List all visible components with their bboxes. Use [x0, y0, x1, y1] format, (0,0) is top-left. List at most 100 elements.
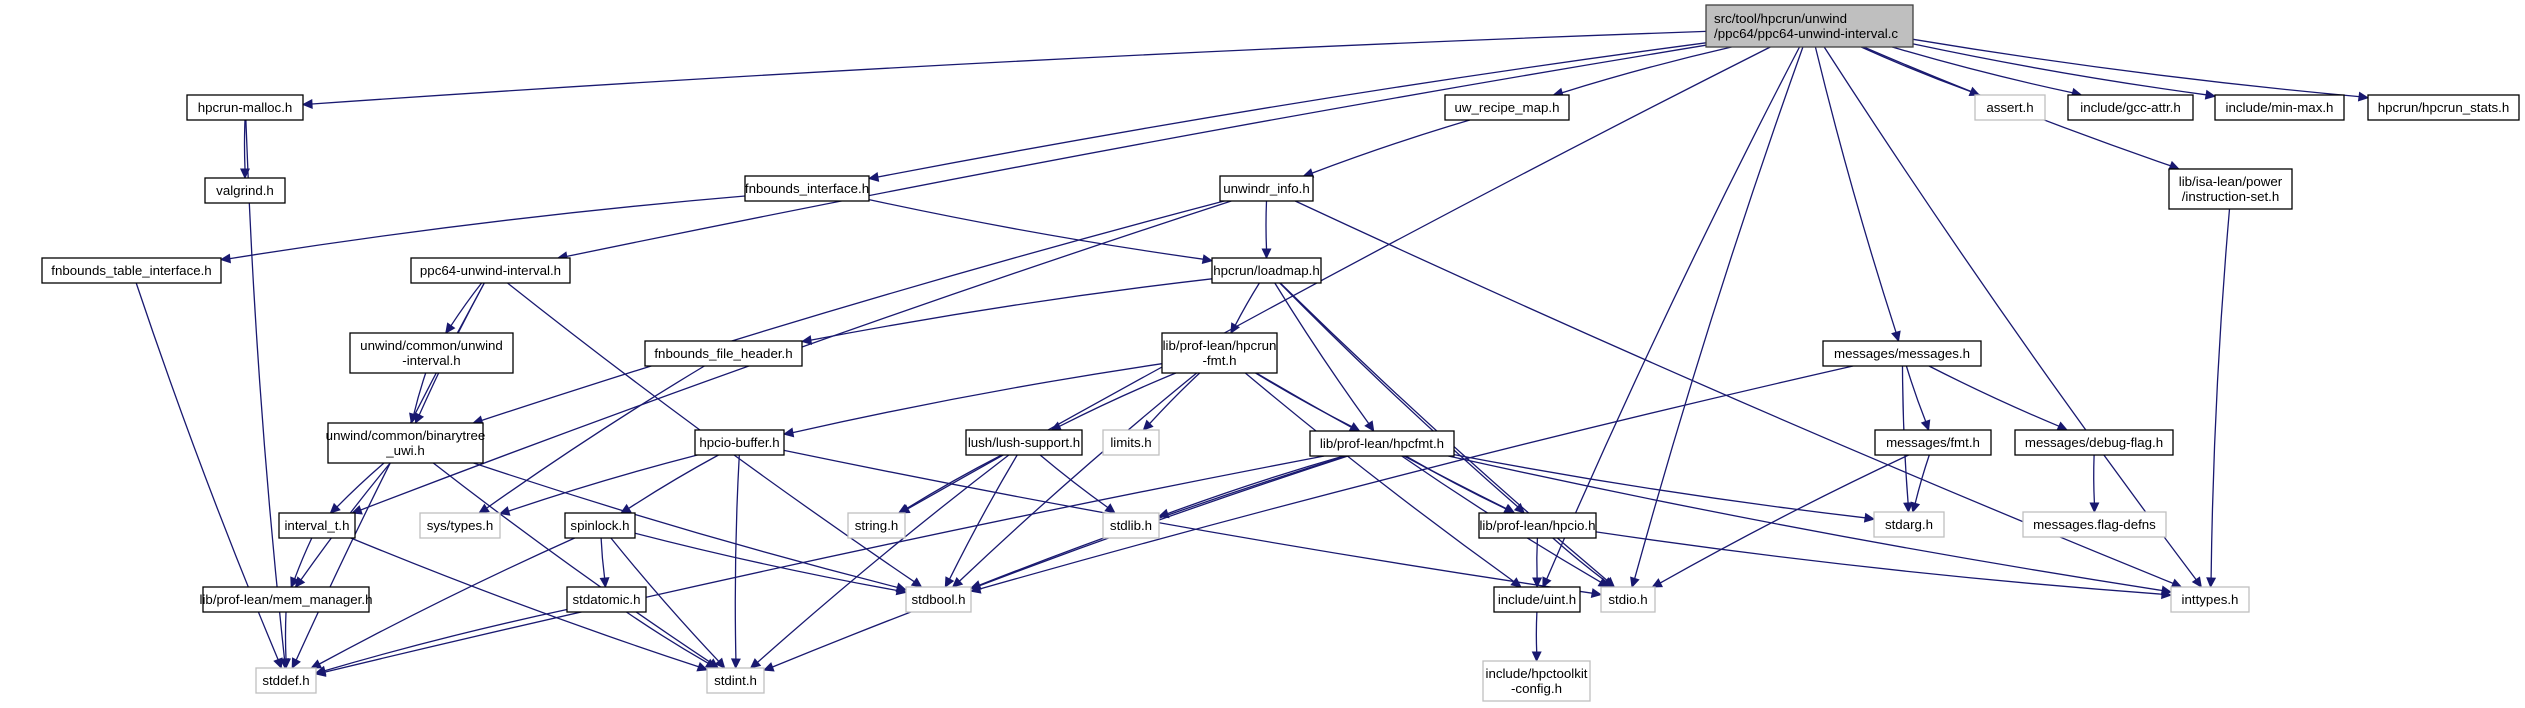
- edge-root-to-ppc64_unwind_interval_h: [566, 44, 1707, 258]
- node-label: unwind/common/unwind: [360, 338, 503, 353]
- node-label: lib/prof-lean/hpcio.h: [1479, 518, 1595, 533]
- arrowhead-hpcrun_fmt-to-stdbool: [951, 576, 964, 588]
- node-box: [1822, 340, 1982, 367]
- node-label: stdio.h: [1608, 592, 1647, 607]
- arrowhead-hpcio_buffer-to-spinlock: [619, 503, 632, 514]
- node-gcc-attr[interactable]: include/gcc-attr.h: [2067, 94, 2194, 121]
- arrowhead-hpcio-to-stdio: [1602, 577, 1614, 588]
- node-hpcio-buffer[interactable]: hpcio-buffer.h: [694, 429, 785, 456]
- node-box: [2170, 586, 2250, 613]
- node-hpcrun-loadmap[interactable]: hpcrun/loadmap.h: [1211, 257, 1322, 284]
- edge-hpcio-to-inttypes: [1595, 531, 2163, 595]
- edge-unwindr_info-to-binarytree_uwi: [481, 200, 1225, 422]
- node-hpcrun-malloc[interactable]: hpcrun-malloc.h: [186, 94, 304, 121]
- node-lush-support[interactable]: lush/lush-support.h: [965, 429, 1083, 456]
- arrowhead-root-to-inttypes: [2191, 576, 2202, 588]
- arrowhead-debug_flag-to-flag_defns: [2089, 502, 2100, 514]
- node-label: limits.h: [1110, 435, 1151, 450]
- node-ppc64-unwind-interval-h[interactable]: ppc64-unwind-interval.h: [410, 257, 571, 284]
- node-fnbounds-file-header[interactable]: fnbounds_file_header.h: [644, 340, 803, 367]
- node-stdatomic[interactable]: stdatomic.h: [566, 586, 647, 613]
- arrowhead-spinlock-to-stddef: [310, 659, 323, 669]
- arrowhead-spinlock-to-stdint: [714, 657, 726, 669]
- edge-hpcrun_loadmap-to-fnbounds_file_header: [810, 278, 1213, 341]
- node-include-uint[interactable]: include/uint.h: [1493, 586, 1581, 613]
- edge-hpcfmt-to-stddef: [324, 455, 1325, 673]
- node-string-h: string.h: [847, 512, 906, 539]
- node-binarytree-uwi[interactable]: unwind/common/binarytree_uwi.h: [326, 422, 486, 464]
- edge-hpcfmt-to-inttypes: [1448, 455, 2163, 592]
- node-hpcio[interactable]: lib/prof-lean/hpcio.h: [1478, 512, 1597, 539]
- node-label: fnbounds_table_interface.h: [51, 263, 211, 278]
- edge-hpcrun_fmt-to-stdbool: [959, 372, 1198, 582]
- edge-hpcrun_loadmap-to-hpcfmt: [1274, 282, 1370, 424]
- edge-spinlock-to-stdint: [610, 537, 720, 662]
- arrowhead-hpcrun_fmt-to-limits: [1142, 419, 1154, 431]
- node-label: inttypes.h: [2182, 592, 2239, 607]
- node-root[interactable]: src/tool/hpcrun/unwind/ppc64/ppc64-unwin…: [1705, 4, 1914, 48]
- edge-hpcrun_fmt-to-lush_support: [1059, 372, 1177, 427]
- node-label: include/min-max.h: [2226, 100, 2334, 115]
- node-hpcrun-fmt[interactable]: lib/prof-lean/hpcrun-fmt.h: [1161, 332, 1278, 374]
- node-instruction-set[interactable]: lib/isa-lean/power/instruction-set.h: [2168, 168, 2293, 210]
- arrowhead-ppc64_unwind_interval_h-to-unwind_interval_h: [445, 322, 456, 334]
- edge-lush_support-to-stdint: [757, 454, 1010, 663]
- node-label: -fmt.h: [1203, 353, 1237, 368]
- node-label: lush/lush-support.h: [968, 435, 1080, 450]
- edge-root-to-fnbounds_interface: [877, 42, 1707, 178]
- node-label: -config.h: [1511, 681, 1562, 696]
- arrowhead-hpcrun_loadmap-to-fnbounds_file_header: [800, 335, 813, 345]
- node-debug-flag[interactable]: messages/debug-flag.h: [2014, 429, 2174, 456]
- arrowhead-root-to-hpcrun_stats: [2357, 91, 2370, 102]
- edge-lush_support-to-string_h: [906, 454, 1003, 510]
- node-min-max[interactable]: include/min-max.h: [2214, 94, 2345, 121]
- node-assert: assert.h: [1974, 94, 2046, 121]
- arrowhead-root-to-messages_messages: [1891, 330, 1901, 343]
- node-valgrind[interactable]: valgrind.h: [204, 177, 286, 204]
- node-messages-fmt[interactable]: messages/fmt.h: [1874, 429, 1992, 456]
- edge-root-to-messages_messages: [1814, 46, 1897, 333]
- node-messages-messages[interactable]: messages/messages.h: [1822, 340, 1982, 367]
- node-label: valgrind.h: [216, 183, 274, 198]
- edge-interval_t-to-mem_manager: [294, 537, 313, 579]
- node-hpcfmt[interactable]: lib/prof-lean/hpcfmt.h: [1309, 430, 1455, 457]
- node-hpcrun-stats[interactable]: hpcrun/hpcrun_stats.h: [2367, 94, 2520, 121]
- edge-instruction_set-to-inttypes: [2210, 208, 2231, 579]
- edge-spinlock-to-stddef: [319, 537, 575, 665]
- node-label: _uwi.h: [385, 443, 424, 458]
- node-limits: limits.h: [1102, 429, 1160, 456]
- edge-hpcrun_malloc-to-valgrind: [243, 119, 246, 170]
- node-interval-t[interactable]: interval_t.h: [278, 512, 356, 539]
- arrowhead-root-to-hpcrun_malloc: [301, 98, 313, 109]
- arrowhead-hpcrun_fmt-to-hpcio_buffer: [782, 427, 795, 438]
- arrowhead-fnbounds_interface-to-hpcrun_loadmap: [1201, 254, 1214, 264]
- edge-fnbounds_interface-to-hpcrun_loadmap: [868, 198, 1204, 260]
- node-uw-recipe-map[interactable]: uw_recipe_map.h: [1444, 94, 1570, 121]
- arrowhead-messages_messages-to-messages_fmt: [1920, 419, 1931, 432]
- node-label: uw_recipe_map.h: [1455, 100, 1560, 115]
- edge-lush_support-to-stdbool: [949, 454, 1018, 580]
- arrowhead-lush_support-to-string_h: [897, 503, 910, 514]
- edge-messages_fmt-to-stdarg: [1914, 454, 1930, 504]
- arrowhead-root-to-min_max: [2204, 89, 2217, 100]
- arrowhead-unwind_interval_h-to-binarytree_uwi: [409, 412, 419, 425]
- node-label: fnbounds_interface.h: [745, 181, 869, 196]
- node-fnbounds-table-interface[interactable]: fnbounds_table_interface.h: [41, 257, 222, 284]
- node-box: [1493, 586, 1581, 613]
- node-label: stdbool.h: [912, 592, 966, 607]
- edge-spinlock-to-stdbool: [634, 532, 898, 592]
- node-unwind-interval-h[interactable]: unwind/common/unwind-interval.h: [349, 332, 514, 374]
- node-box: [202, 586, 370, 613]
- node-label: stdarg.h: [1885, 517, 1933, 532]
- edge-hpcfmt-to-stdbool: [979, 455, 1347, 586]
- edge-hpcfmt-to-stdlib: [1167, 455, 1344, 515]
- node-label: /instruction-set.h: [2182, 189, 2280, 204]
- arrowhead-messages_fmt-to-stdarg: [1910, 501, 1921, 514]
- node-unwindr-info[interactable]: unwindr_info.h: [1219, 175, 1314, 202]
- edge-hpcfmt-to-stdarg: [1453, 453, 1866, 519]
- node-label: assert.h: [1986, 100, 2033, 115]
- node-fnbounds-interface[interactable]: fnbounds_interface.h: [744, 175, 870, 202]
- node-mem-manager[interactable]: lib/prof-lean/mem_manager.h: [200, 586, 373, 613]
- node-spinlock[interactable]: spinlock.h: [564, 512, 636, 539]
- arrowhead-stdatomic-to-stddef: [314, 665, 327, 676]
